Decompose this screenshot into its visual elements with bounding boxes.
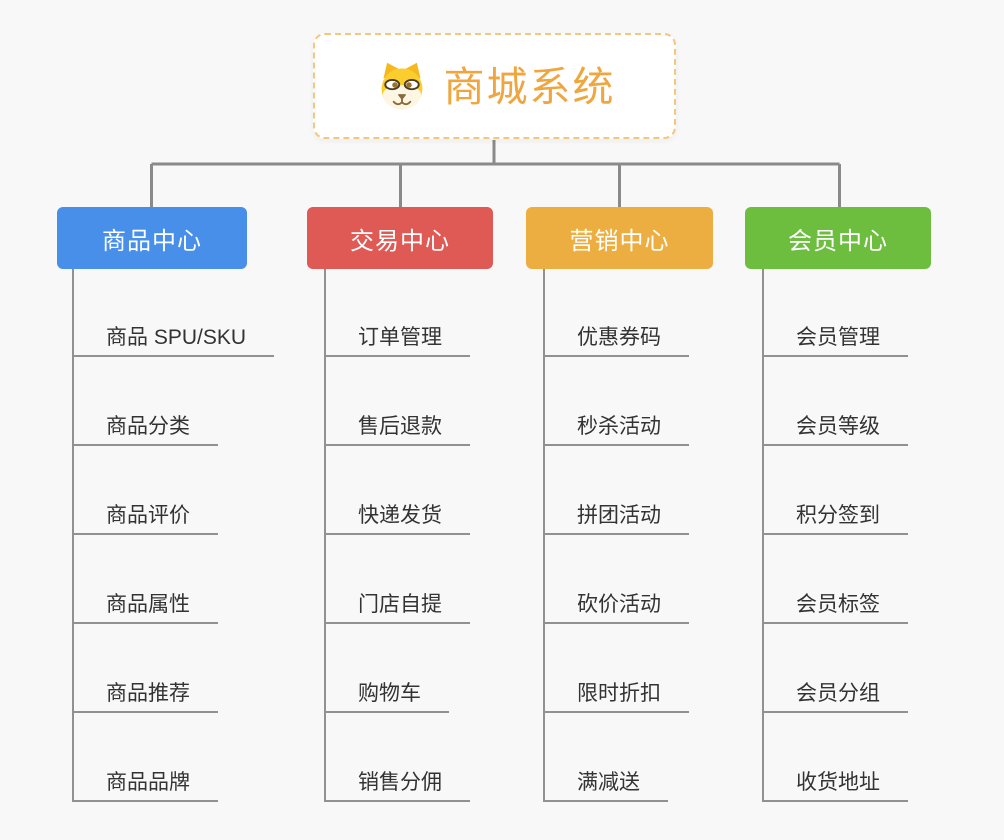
leaf-node[interactable]: 售后退款 <box>324 402 470 446</box>
leaf-node[interactable]: 拼团活动 <box>543 491 689 535</box>
leaf-node[interactable]: 购物车 <box>324 669 449 713</box>
branch-header-marketing-center[interactable]: 营销中心 <box>526 207 713 269</box>
leaf-node[interactable]: 会员分组 <box>762 669 908 713</box>
branch-header-product-center[interactable]: 商品中心 <box>57 207 247 269</box>
leaf-node[interactable]: 收货地址 <box>762 758 908 802</box>
leaf-node[interactable]: 订单管理 <box>324 313 470 357</box>
leaf-node[interactable]: 商品推荐 <box>72 669 218 713</box>
leaf-node[interactable]: 销售分佣 <box>324 758 470 802</box>
leaf-node[interactable]: 商品属性 <box>72 580 218 624</box>
leaf-node[interactable]: 砍价活动 <box>543 580 689 624</box>
branch-header-label: 会员中心 <box>788 227 888 255</box>
leaf-node[interactable]: 商品分类 <box>72 402 218 446</box>
leaf-node[interactable]: 秒杀活动 <box>543 402 689 446</box>
leaf-node[interactable]: 会员标签 <box>762 580 908 624</box>
leaf-node[interactable]: 积分签到 <box>762 491 908 535</box>
branch-header-trade-center[interactable]: 交易中心 <box>307 207 493 269</box>
leaf-node[interactable]: 商品评价 <box>72 491 218 535</box>
leaf-node[interactable]: 门店自提 <box>324 580 470 624</box>
tree-connector-lines <box>150 140 841 207</box>
branch-header-label: 营销中心 <box>569 227 670 255</box>
leaf-node[interactable]: 优惠券码 <box>543 313 689 357</box>
leaf-node[interactable]: 限时折扣 <box>543 669 689 713</box>
branch-header-label: 交易中心 <box>350 227 450 255</box>
dog-icon <box>381 62 422 110</box>
branch-header-label: 商品中心 <box>102 227 202 255</box>
leaf-node[interactable]: 满减送 <box>543 758 668 802</box>
leaf-node[interactable]: 商品 SPU/SKU <box>72 313 275 357</box>
leaf-node[interactable]: 会员管理 <box>762 313 908 357</box>
leaf-node[interactable]: 商品品牌 <box>72 758 218 802</box>
leaf-node[interactable]: 会员等级 <box>762 402 908 446</box>
leaf-node[interactable]: 快递发货 <box>324 491 470 535</box>
root-node[interactable]: 商城系统 <box>313 33 676 139</box>
branch-header-member-center[interactable]: 会员中心 <box>745 207 931 269</box>
root-title: 商城系统 <box>443 63 616 110</box>
